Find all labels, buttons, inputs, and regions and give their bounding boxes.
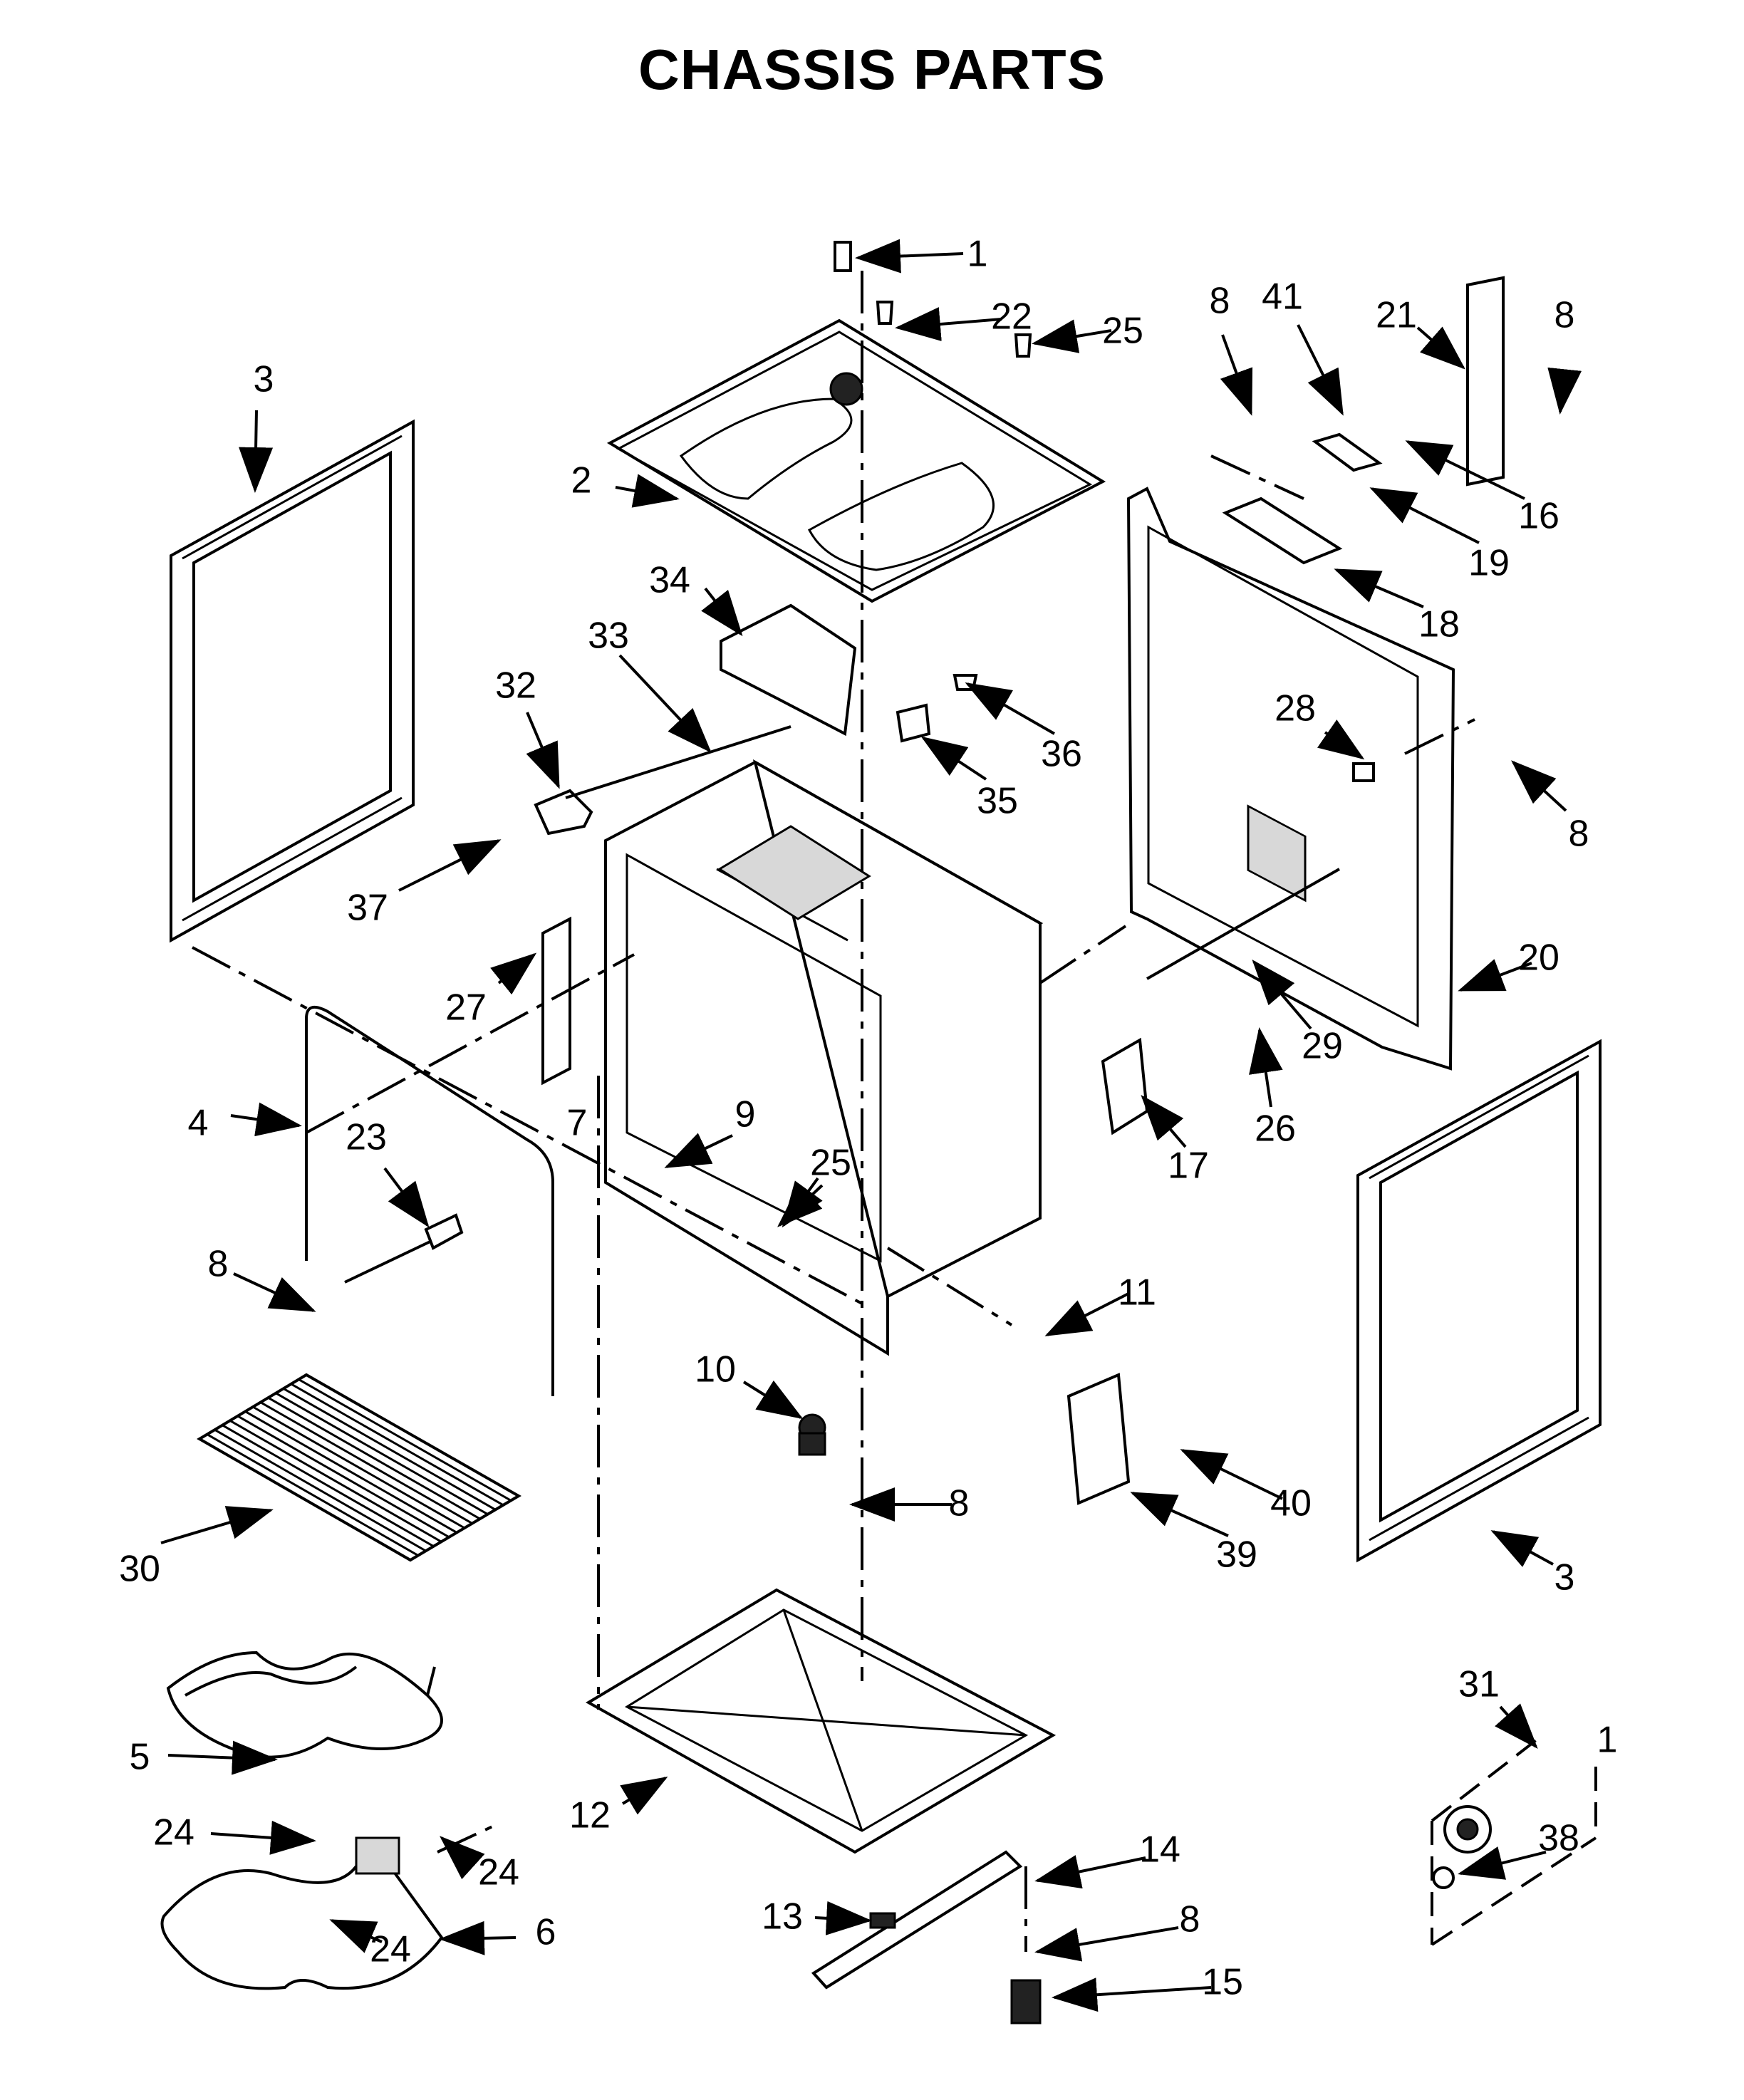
callout-c10: 10 <box>695 1349 736 1391</box>
callout-c9: 9 <box>735 1094 756 1135</box>
callout-c15: 15 <box>1202 1962 1243 2003</box>
hardware-parts <box>344 241 1505 2024</box>
callout-c32: 32 <box>495 665 536 707</box>
callout-c37: 37 <box>347 888 388 929</box>
callout-c24b: 24 <box>478 1852 519 1893</box>
oven-bottom-tray <box>586 1588 1057 1854</box>
callout-c20: 20 <box>1518 937 1559 979</box>
oven-cavity <box>604 759 1044 1356</box>
side-panel-left <box>170 419 415 943</box>
callout-c3b: 3 <box>1554 1557 1575 1599</box>
callout-c7: 7 <box>567 1103 588 1144</box>
callout-c1: 1 <box>967 234 988 275</box>
callout-c21: 21 <box>1376 295 1417 336</box>
callout-c36: 36 <box>1041 734 1082 775</box>
callout-c27: 27 <box>445 987 487 1029</box>
callout-c22: 22 <box>991 296 1032 338</box>
callout-c3a: 3 <box>254 359 274 400</box>
leader-arrows <box>160 239 1582 2012</box>
callout-c4: 4 <box>188 1103 209 1144</box>
callout-c33: 33 <box>588 615 629 657</box>
callout-c16: 16 <box>1518 496 1559 537</box>
callout-c25b: 25 <box>810 1143 851 1184</box>
broil-element <box>166 1651 443 1759</box>
assembly-lines <box>192 271 1597 1952</box>
callout-c35: 35 <box>977 781 1018 822</box>
callout-c25a: 25 <box>1102 311 1143 352</box>
callout-c41: 41 <box>1262 276 1303 318</box>
callout-c40: 40 <box>1270 1483 1312 1524</box>
callout-c8f: 8 <box>1180 1899 1200 1940</box>
callout-c13: 13 <box>762 1896 803 1938</box>
callout-c18: 18 <box>1418 604 1460 645</box>
callout-c8b: 8 <box>1554 295 1575 336</box>
callout-c6: 6 <box>536 1912 556 1953</box>
callout-c12: 12 <box>569 1795 611 1836</box>
callout-c31: 31 <box>1458 1664 1500 1705</box>
callout-c11: 11 <box>1118 1272 1156 1314</box>
door-gasket <box>305 1005 554 1396</box>
callout-c28: 28 <box>1275 688 1316 729</box>
back-panel <box>1126 487 1455 1071</box>
cooktop-panel <box>606 318 1106 603</box>
callout-c2: 2 <box>571 460 592 501</box>
callout-c8c: 8 <box>1569 814 1589 855</box>
callout-c23: 23 <box>346 1117 387 1158</box>
callout-c24c: 24 <box>370 1929 411 1970</box>
side-panel-right <box>1356 1039 1602 1563</box>
page-title: CHASSIS PARTS <box>638 38 1106 101</box>
callout-c5: 5 <box>130 1737 150 1778</box>
callout-c38: 38 <box>1538 1818 1579 1859</box>
callout-c19: 19 <box>1468 543 1510 584</box>
callout-c30: 30 <box>119 1549 160 1590</box>
callout-c29: 29 <box>1302 1026 1343 1067</box>
callout-c24a: 24 <box>153 1812 194 1854</box>
callout-c1b: 1 <box>1597 1720 1618 1761</box>
callout-c26: 26 <box>1255 1108 1296 1150</box>
callout-c8d: 8 <box>208 1244 229 1285</box>
callout-c39: 39 <box>1216 1534 1257 1576</box>
callout-c8a: 8 <box>1210 281 1230 322</box>
oven-rack <box>197 1373 521 1562</box>
callout-c14: 14 <box>1139 1829 1180 1871</box>
callout-c17: 17 <box>1168 1145 1209 1187</box>
callout-c8e: 8 <box>949 1483 970 1524</box>
bake-element <box>160 1836 444 1990</box>
callout-c34: 34 <box>649 560 690 601</box>
